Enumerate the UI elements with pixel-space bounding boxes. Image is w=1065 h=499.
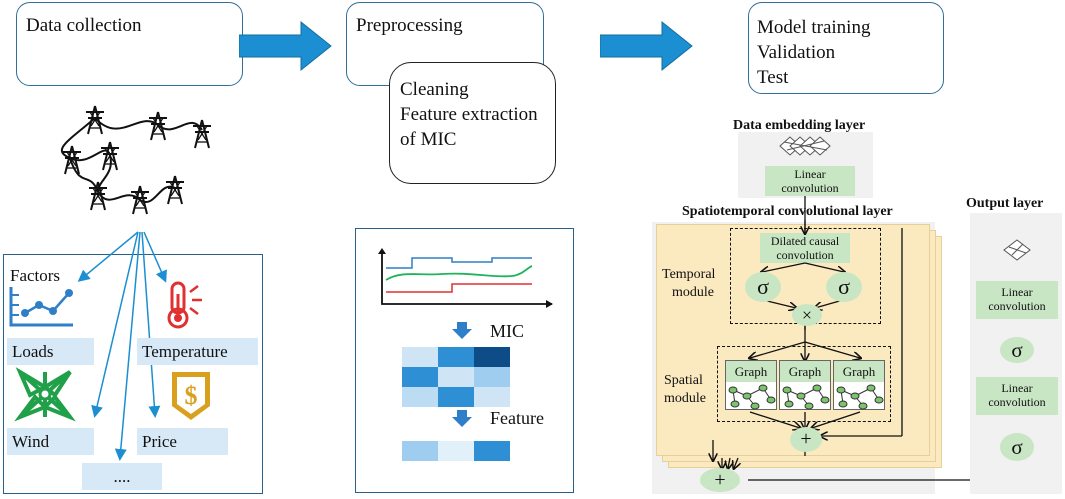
wind-turbine-icon <box>14 367 76 422</box>
temporal-module-label-1: Temporal <box>662 267 716 282</box>
embedding-layer-title: Data embedding layer <box>733 118 866 133</box>
cleaning-line-2: Feature extraction <box>400 104 538 125</box>
loads-label: Loads <box>7 338 94 365</box>
graph-label-3: Graph <box>834 361 884 382</box>
training-line-3: Test <box>757 67 789 88</box>
sigma-node-right: σ <box>826 272 862 302</box>
factor-arrows <box>77 231 167 461</box>
spatiotemporal-layer-title: Spatiotemporal convolutional layer <box>682 204 893 219</box>
stage-arrow-1 <box>239 20 332 72</box>
temporal-module-label-2: module <box>672 285 714 300</box>
more-factors-label: .... <box>82 463 162 490</box>
preprocessing-title: Preprocessing <box>356 15 463 36</box>
spatial-plus-node: + <box>790 427 822 452</box>
signal-plot <box>378 248 553 308</box>
cleaning-line-1: Cleaning <box>400 79 469 100</box>
tower-icon <box>130 185 150 215</box>
mic-label: MIC <box>490 321 525 341</box>
price-tag-icon: $ <box>172 372 210 420</box>
output-sigma-bottom: σ <box>1000 433 1034 461</box>
price-label: Price <box>137 428 228 455</box>
training-box: Model training Validation Test <box>748 2 944 94</box>
output-linear-conv-top-line-2: convolution <box>988 299 1046 313</box>
spatial-module-label-1: Spatial <box>664 373 703 388</box>
tower-icon <box>85 105 105 135</box>
mic-heatmap <box>402 347 510 407</box>
data-collection-box: Data collection <box>16 2 243 86</box>
tower-icon <box>148 111 168 141</box>
sigma-node-left: σ <box>745 272 781 302</box>
preprocess-panel <box>355 228 574 493</box>
embedding-linear-conv: Linear convolution <box>765 166 855 196</box>
training-line-1: Model training <box>757 17 871 38</box>
cleaning-box: Cleaning Feature extraction of MIC <box>389 62 556 184</box>
graph-label-2: Graph <box>780 361 830 382</box>
embedding-linear-conv-line-1: Linear <box>794 167 826 181</box>
cleaning-line-3: of MIC <box>400 129 457 150</box>
output-sigma-top: σ <box>1000 337 1034 363</box>
wind-label: Wind <box>7 428 94 455</box>
multiply-node: × <box>792 304 822 326</box>
graph-label-1: Graph <box>726 361 776 382</box>
output-layer-title: Output layer <box>966 196 1044 211</box>
output-linear-conv-bottom-line-2: convolution <box>988 395 1046 409</box>
svg-text:$: $ <box>185 381 198 410</box>
dilated-line-2: convolution <box>776 248 834 262</box>
data-collection-title: Data collection <box>26 15 142 36</box>
output-graph-icon <box>1003 239 1031 261</box>
power-grid-illustration <box>61 105 212 215</box>
mic-arrow-icon <box>452 322 472 339</box>
spatial-module-label-2: module <box>664 391 706 406</box>
temperature-label: Temperature <box>137 338 258 365</box>
training-line-2: Validation <box>757 42 836 63</box>
feature-arrow-icon <box>452 410 472 427</box>
feature-label: Feature <box>490 408 544 428</box>
dilated-line-1: Dilated causal <box>770 234 840 248</box>
thermometer-icon <box>167 281 202 329</box>
skip-plus-node: + <box>700 468 740 492</box>
loads-chart-icon <box>9 287 73 327</box>
tower-icon <box>88 181 108 211</box>
dilated-causal-conv: Dilated causal convolution <box>760 233 850 263</box>
factors-title: Factors <box>10 266 61 285</box>
graph-icons <box>728 384 884 410</box>
tower-icon <box>165 175 185 205</box>
stage-arrow-2 <box>600 20 693 72</box>
input-graph-icon <box>779 136 831 156</box>
output-linear-conv-bottom-line-1: Linear <box>1001 381 1033 395</box>
output-linear-conv-top: Linear convolution <box>976 281 1058 319</box>
embedding-linear-conv-line-2: convolution <box>781 181 839 195</box>
output-linear-conv-bottom: Linear convolution <box>976 377 1058 415</box>
feature-vector <box>402 441 510 461</box>
output-linear-conv-top-line-1: Linear <box>1001 285 1033 299</box>
